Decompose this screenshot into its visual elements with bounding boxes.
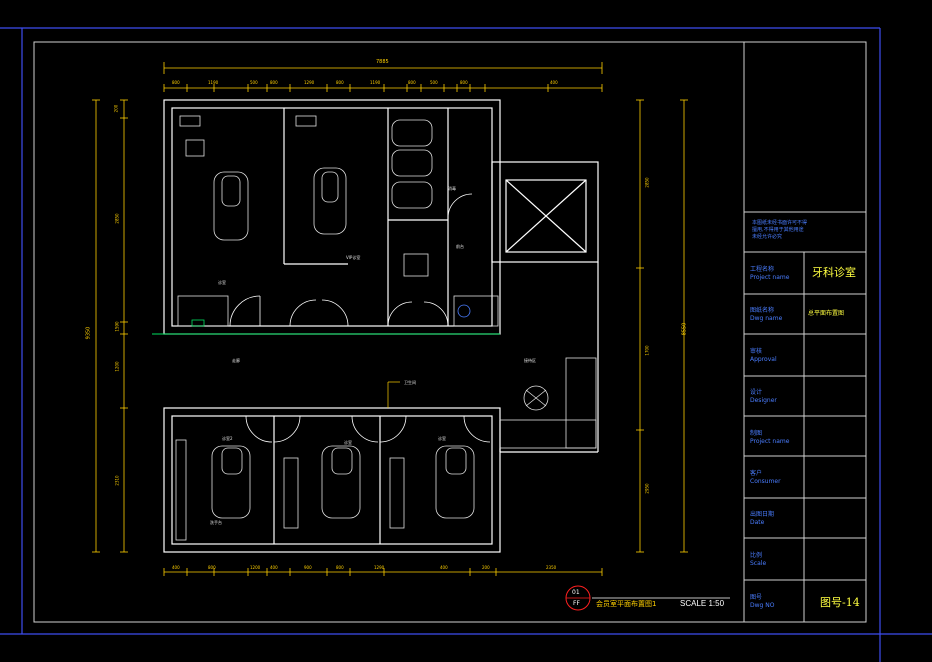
bottom-dimension-row: 400 800 1200 400 900 800 1290 400 200 23… [164,565,604,571]
bottom-dim-4: 400 [270,565,278,570]
right-total-dimension: 8550 [681,322,688,336]
room-label: 前台 [456,244,464,249]
left-dimension-column: 200 2850 1590 1200 2310 [112,100,122,552]
left-dim-3: 1590 [114,321,120,332]
bottom-dim-6: 800 [336,565,344,570]
bottom-dim-3: 1200 [250,565,261,570]
left-dim-5: 2310 [114,475,120,486]
label-en: Project name [750,438,790,445]
project-name-value: 牙科诊室 [812,266,856,279]
label-zh: 设计 [750,389,763,396]
doors [229,193,491,443]
bottom-dim-8: 400 [440,565,448,570]
room-label: 诊室 [438,436,446,441]
bottom-dim-1: 400 [172,565,180,570]
dimension-ticks [92,84,688,576]
room-label: 洗手台 [210,520,222,525]
top-dim-1: 800 [172,80,180,85]
label-en: Scale [750,560,767,567]
room-label: 卫生间 [404,380,416,385]
top-dim-7: 1190 [370,80,381,85]
bottom-dim-10: 2350 [546,565,557,570]
consumer-label: 客户 Consumer [750,470,781,486]
label-zh: 图纸名称 [750,307,775,314]
top-dim-9: 500 [430,80,438,85]
scale-field-label: 比例 Scale [750,552,766,568]
room-label: 诊室2 [222,436,233,441]
overall-width-dimension: 7885 [376,59,389,65]
note-line: 未经允许必究 [752,234,783,240]
top-dimension-row: 800 1190 500 800 1290 800 1190 800 500 8… [164,80,604,86]
annotation-leader [387,381,400,408]
scale-label: SCALE 1:50 [680,599,725,608]
designer-label: 设计 Designer [750,389,777,405]
drawing-number-label: 图号 Dwg NO [750,594,774,610]
drawing-number-value: 图号-14 [820,596,860,609]
approval-label: 审核 Approval [750,348,777,364]
top-dim-6: 800 [336,80,344,85]
label-en: Date [750,519,765,526]
room-label: 接待区 [524,358,536,363]
water-line [152,319,500,335]
title-block-notes: 本图纸未经书面许可不得 擅用,不得用于其他用途 未经允许必究 [752,220,862,241]
label-zh: 工程名称 [750,266,775,273]
room-label: 消毒 [448,186,456,191]
top-dim-11: 400 [550,80,558,85]
marker-sheet: FF [573,600,580,607]
note-line: 擅用,不得用于其他用途 [752,227,804,233]
room-label: 诊室 [218,280,226,285]
top-dim-10: 800 [460,80,468,85]
label-en: Consumer [750,478,781,485]
walls [163,99,599,553]
room-label: 走廊 [232,358,240,363]
top-dim-2: 1190 [208,80,219,85]
dimension-lines [95,62,685,573]
project-name-label: 工程名称 Project name [750,266,789,282]
top-dim-4: 800 [270,80,278,85]
label-en: Dwg name [750,315,783,322]
left-total-dimension: 9350 [85,326,92,340]
label-en: Approval [750,356,777,363]
note-line: 本图纸未经书面许可不得 [752,220,808,226]
label-zh: 制图 [750,430,763,437]
right-dim-1: 2850 [644,177,650,188]
label-zh: 图号 [750,594,763,601]
label-zh: 出图日期 [750,511,775,518]
drawing-marker [565,585,730,611]
right-dim-2: 1700 [644,345,650,356]
label-zh: 客户 [750,470,763,477]
bottom-dim-7: 1290 [374,565,385,570]
top-dim-3: 500 [250,80,258,85]
bottom-dim-2: 800 [208,565,216,570]
drawing-name-label: 图纸名称 Dwg name [750,307,782,323]
top-dim-5: 1290 [304,80,315,85]
left-dim-4: 1200 [114,361,120,372]
label-en: Dwg NO [750,602,775,609]
right-dimension-column: 2850 1700 2950 [642,100,652,552]
right-dim-3: 2950 [644,483,650,494]
drafter-label: 制图 Project name [750,430,789,446]
room-label: 诊室 [344,440,352,445]
left-dim-2: 2850 [114,213,120,224]
bottom-dim-9: 200 [482,565,490,570]
drawing-name-value: 总平面布置图 [808,310,845,317]
marker-number: 01 [572,589,580,596]
left-dim-1: 200 [113,104,119,113]
drawing-title: 会员室平面布置图1 [596,600,657,608]
date-label: 出图日期 Date [750,511,774,527]
bottom-dim-5: 900 [304,565,312,570]
label-en: Designer [750,397,777,404]
label-en: Project name [750,274,790,281]
room-label: VIP诊室 [346,255,361,260]
top-dim-8: 800 [408,80,416,85]
title-block [743,41,867,623]
label-zh: 审核 [750,348,763,355]
label-zh: 比例 [750,552,763,559]
